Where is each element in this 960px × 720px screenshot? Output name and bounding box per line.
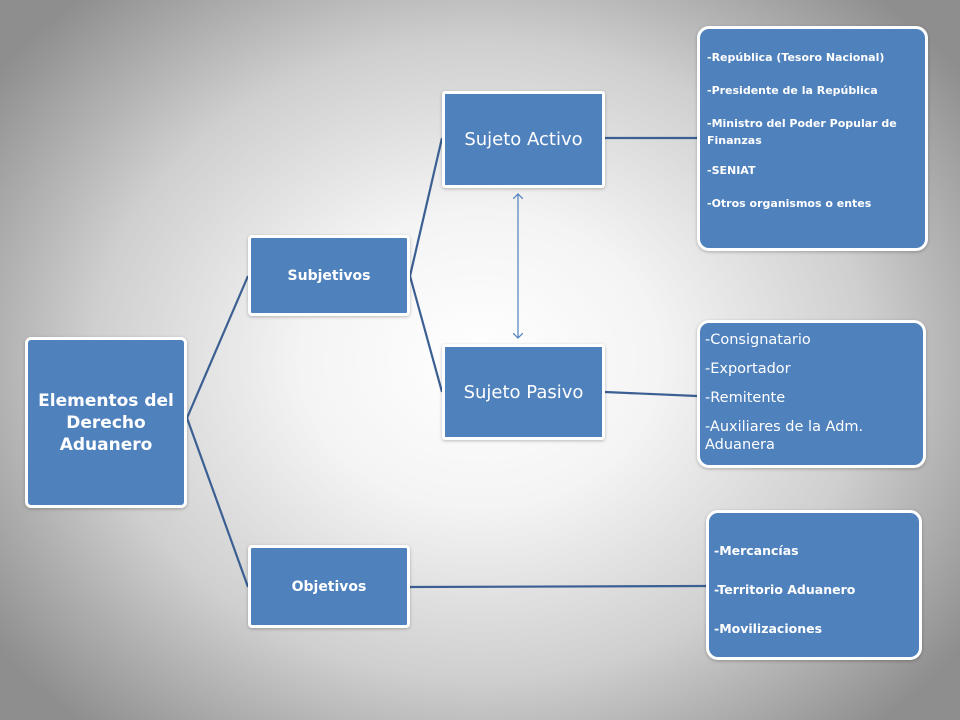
list-item: -Otros organismos o entes (707, 197, 872, 210)
list-item: -Consignatario (705, 332, 811, 348)
sujeto-activo-list: -República (Tesoro Nacional) -Presidente… (697, 26, 928, 251)
connector-subjetivos-activo (408, 137, 444, 277)
objetivos-list: -Mercancías -Territorio Aduanero -Movili… (706, 510, 922, 660)
list-item: -SENIAT (707, 164, 756, 177)
connector-pasivo-list (604, 390, 698, 398)
subjetivos-label: Subjetivos (287, 267, 371, 284)
list-item: -Auxiliares de la Adm. Aduanera (705, 419, 864, 453)
sujeto-activo-node: Sujeto Activo (442, 91, 605, 188)
root-node: Elementos del Derecho Aduanero (25, 337, 187, 508)
objetivos-node: Objetivos (248, 545, 410, 628)
connector-root-subjetivos (185, 275, 250, 419)
sujeto-pasivo-node: Sujeto Pasivo (442, 344, 605, 440)
connector-root-objetivos (185, 417, 250, 588)
connector-subjetivos-pasivo (408, 275, 444, 393)
connector-objetivos-list (409, 584, 707, 589)
list-item: -Exportador (705, 361, 791, 377)
root-node-label: Elementos del Derecho Aduanero (38, 390, 174, 455)
list-item: -Remitente (705, 390, 786, 406)
list-item: -Ministro del Poder Popular de Finanzas (707, 117, 897, 147)
list-item: -Territorio Aduanero (714, 582, 856, 597)
subjetivos-node: Subjetivos (248, 235, 410, 316)
list-item: -Mercancías (714, 543, 799, 558)
sujeto-activo-label: Sujeto Activo (464, 129, 583, 150)
list-item: -República (Tesoro Nacional) (707, 51, 885, 64)
sujeto-pasivo-label: Sujeto Pasivo (463, 381, 584, 403)
objetivos-label: Objetivos (291, 578, 367, 595)
list-item: -Presidente de la República (707, 84, 878, 97)
list-item: -Movilizaciones (714, 621, 823, 636)
sujeto-pasivo-list: -Consignatario -Exportador -Remitente -A… (697, 320, 926, 468)
